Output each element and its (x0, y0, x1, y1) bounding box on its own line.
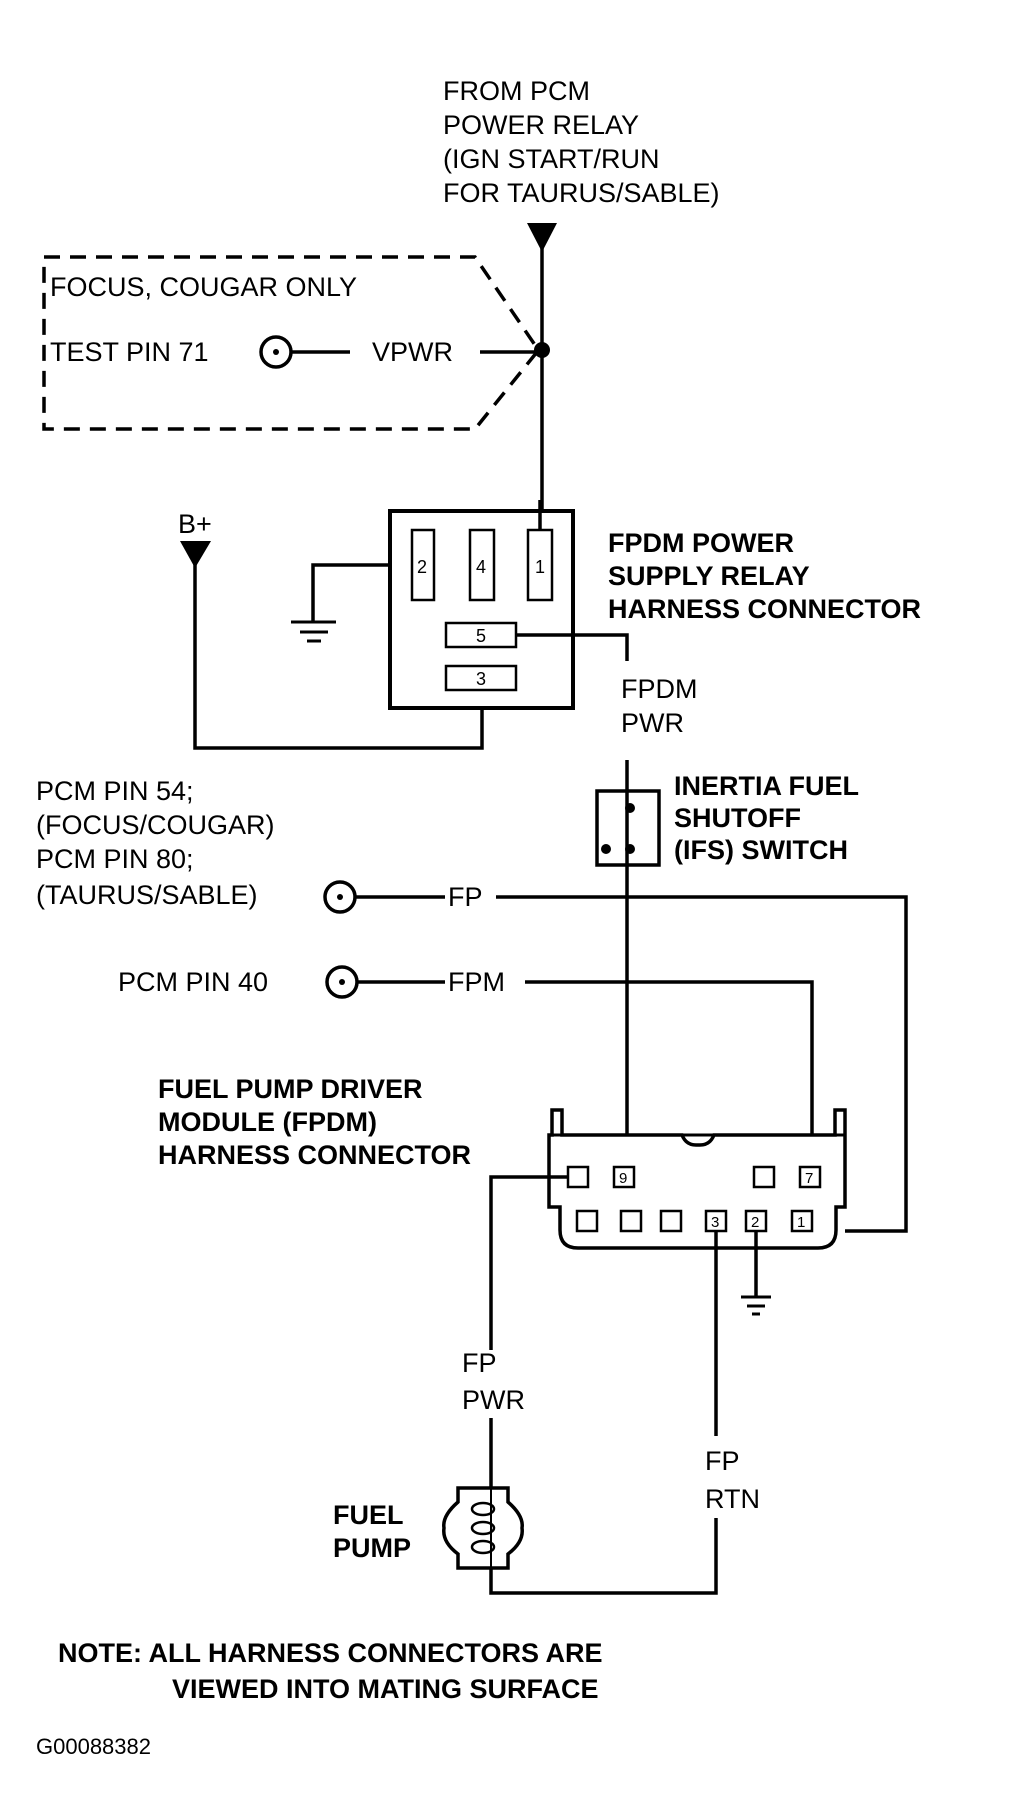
bplus-wire (193, 560, 484, 750)
relay-label-line-2: SUPPLY RELAY (608, 561, 810, 591)
ifs-contact-dot-top (625, 803, 635, 813)
power-relay-source-label: FROM PCM POWER RELAY (IGN START/RUN FOR … (443, 76, 720, 208)
fp-rtn-label-1: FP (705, 1446, 740, 1476)
pcm-fp-label-line-2: (FOCUS/COUGAR) (36, 810, 275, 840)
fp-rtn-label-2: RTN (705, 1484, 760, 1514)
focus-cougar-only-box (42, 255, 539, 431)
fpdm-pwr-label-2: PWR (621, 708, 684, 738)
fp-rtn-wire (489, 1518, 718, 1595)
fuel-pump-label-1: FUEL (333, 1500, 404, 1530)
fpdm-pin-9-label: 9 (619, 1170, 627, 1187)
fp-pwr-label-2: PWR (462, 1385, 525, 1415)
fuel-pump-label-2: PUMP (333, 1533, 411, 1563)
bplus-label: B+ (178, 509, 212, 539)
fpm-wire (525, 980, 814, 1170)
relay-label: FPDM POWER SUPPLY RELAY HARNESS CONNECTO… (608, 528, 921, 624)
junction-dot (534, 342, 550, 358)
fuel-pump-motor-icon (442, 1486, 524, 1570)
fpdm-pin-3-label: 3 (711, 1214, 719, 1231)
ground-icon (291, 620, 336, 643)
ground-icon (741, 1295, 771, 1316)
figure-id: G00088382 (36, 1734, 151, 1759)
fpdm-pin-7 (798, 1165, 822, 1189)
relay-ground-wire (311, 563, 412, 621)
fp-label: FP (448, 882, 483, 912)
fpdm-pin-empty (752, 1165, 776, 1189)
pcm-pin-fp-dot (337, 894, 343, 900)
fpdm-pin-empty (659, 1209, 683, 1233)
relay-label-line-1: FPDM POWER (608, 528, 794, 558)
ifs-label-line-3: (IFS) SWITCH (674, 835, 848, 865)
pcm-fp-label-line-1: PCM PIN 54; (36, 776, 194, 806)
vpwr-label: VPWR (372, 337, 453, 367)
source-label-line-2: POWER RELAY (443, 110, 639, 140)
ifs-label: INERTIA FUEL SHUTOFF (IFS) SWITCH (674, 771, 859, 865)
fpdm-pwr-label-1: FPDM (621, 674, 698, 704)
bplus-arrow-icon (180, 541, 211, 568)
pcm-pin-40-label: PCM PIN 40 (118, 967, 268, 997)
relay-pin-3-label: 3 (476, 669, 486, 689)
pcm-fp-label-line-3: PCM PIN 80; (36, 844, 194, 874)
ifs-contact-dot-left (601, 844, 611, 854)
fpdm-pin-empty (619, 1209, 643, 1233)
fpdm-label: FUEL PUMP DRIVER MODULE (FPDM) HARNESS C… (158, 1074, 471, 1170)
pcm-fp-label-line-4: (TAURUS/SABLE) (36, 880, 258, 910)
relay-pin-5-label: 5 (476, 626, 486, 646)
ifs-label-line-1: INERTIA FUEL (674, 771, 859, 801)
fpdm-pin-1 (790, 1209, 814, 1233)
fpdm-pin-9 (612, 1165, 636, 1189)
fp-wire (496, 895, 908, 1233)
fpdm-pin-1-label: 1 (797, 1214, 805, 1231)
fp-pwr-wire-top (489, 1175, 568, 1350)
relay-pin-4-label: 4 (476, 557, 486, 577)
fpm-label: FPM (448, 967, 505, 997)
relay-pin-1-label: 1 (535, 557, 545, 577)
fpdm-pin-2-label: 2 (751, 1214, 759, 1231)
relay-pin-2-label: 2 (417, 557, 427, 577)
relay-pin-1 (526, 528, 554, 602)
note-line-1: NOTE: ALL HARNESS CONNECTORS ARE (58, 1638, 603, 1668)
fp-pwr-label-1: FP (462, 1348, 497, 1378)
relay-label-line-3: HARNESS CONNECTOR (608, 594, 921, 624)
relay-pin-2 (410, 528, 436, 602)
pcm-pin-40-dot (339, 979, 345, 985)
test-pin-71-label: TEST PIN 71 (50, 337, 209, 367)
test-pin-71-dot (273, 349, 279, 355)
ifs-label-line-2: SHUTOFF (674, 803, 801, 833)
source-label-line-3: (IGN START/RUN (443, 144, 660, 174)
source-label-line-4: FOR TAURUS/SABLE) (443, 178, 720, 208)
source-arrow-icon (527, 223, 557, 252)
fpdm-label-line-3: HARNESS CONNECTOR (158, 1140, 471, 1170)
fpdm-pin-7-label: 7 (805, 1170, 813, 1187)
fpdm-pwr-wire-top (516, 633, 629, 661)
pcm-fp-label: PCM PIN 54; (FOCUS/COUGAR) PCM PIN 80; (… (36, 776, 275, 910)
ifs-contact-dot-bottom (625, 844, 635, 854)
focus-cougar-only-label: FOCUS, COUGAR ONLY (50, 272, 357, 302)
relay-pin-3 (444, 664, 518, 692)
fpdm-pin-empty (575, 1209, 599, 1233)
fpdm-label-line-2: MODULE (FPDM) (158, 1107, 377, 1137)
fpdm-pin-empty (566, 1165, 590, 1189)
source-label-line-1: FROM PCM (443, 76, 590, 106)
note-line-2: VIEWED INTO MATING SURFACE (172, 1674, 599, 1704)
relay-pin-4 (468, 528, 496, 602)
fpdm-label-line-1: FUEL PUMP DRIVER (158, 1074, 423, 1104)
